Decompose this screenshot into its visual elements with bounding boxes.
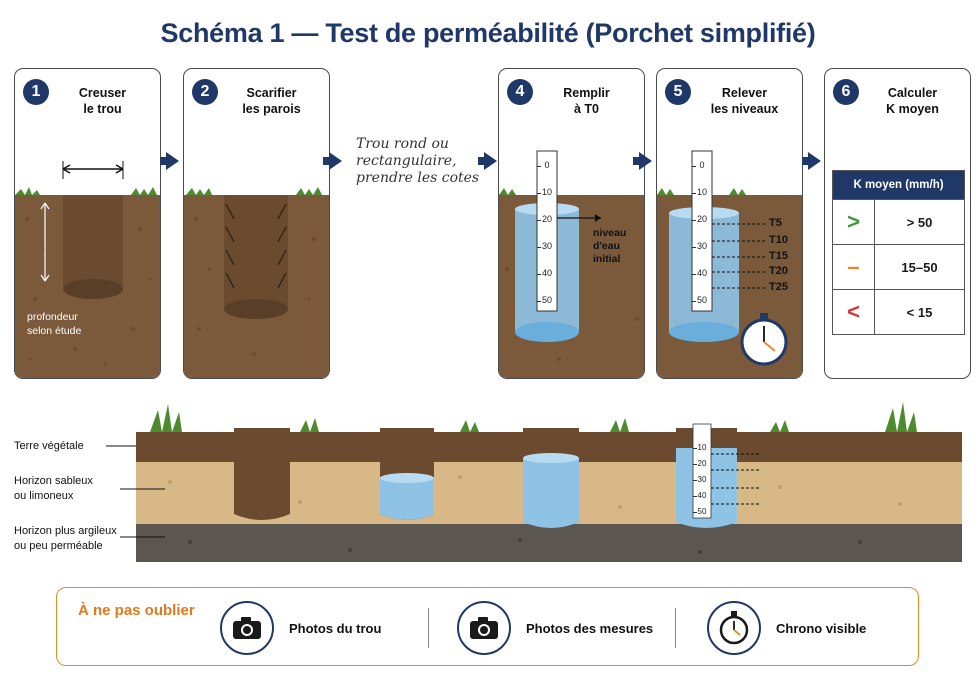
step-card-dig: 1 Creuser le trou profondeur selon étude <box>14 68 161 379</box>
k-symbol: > <box>833 200 875 244</box>
ruler-tick <box>693 480 697 481</box>
time-label: T5 <box>769 217 782 229</box>
time-label: T25 <box>769 281 788 293</box>
ruler-tick <box>693 448 697 449</box>
step-label: Remplir à T0 <box>529 85 644 117</box>
layer-label: Terre végétale <box>14 439 84 454</box>
ruler-tick <box>693 512 697 513</box>
time-label: T10 <box>769 234 788 246</box>
reminder-item: Chrono visible <box>707 600 866 656</box>
ruler-tick <box>537 193 541 194</box>
reminder-label: Photos des mesures <box>526 621 653 636</box>
camera-icon <box>220 601 274 655</box>
step-label: Scarifier les parois <box>214 85 329 117</box>
step-label: Calculer K moyen <box>855 85 970 117</box>
camera-icon <box>457 601 511 655</box>
ruler-tick <box>537 301 541 302</box>
ruler-tick <box>692 247 696 248</box>
ruler-tick <box>692 193 696 194</box>
time-label: T20 <box>769 265 788 277</box>
arrow-icon <box>639 152 652 170</box>
step3-note: Trou rond ou rectangulaire, prendre les … <box>356 136 486 187</box>
time-label: T15 <box>769 250 788 262</box>
ruler-tick <box>537 274 541 275</box>
ruler-tick <box>692 274 696 275</box>
arrow-icon <box>329 152 342 170</box>
ruler-tick <box>692 301 696 302</box>
layer-label: Horizon plus argileux ou peu perméable <box>14 524 117 554</box>
step-label: Creuser le trou <box>45 85 160 117</box>
k-table-header: K moyen (mm/h) <box>833 171 964 199</box>
separator <box>675 608 676 648</box>
arrow-icon <box>166 152 179 170</box>
arrow-icon <box>808 152 821 170</box>
arrow-icon <box>484 152 497 170</box>
reminder-label: Chrono visible <box>776 621 866 636</box>
k-table-row: – 15–50 <box>833 244 964 289</box>
reminder-title: À ne pas oublier <box>78 602 195 619</box>
ruler-tick <box>537 166 541 167</box>
ruler-tick <box>693 464 697 465</box>
k-table-row: > > 50 <box>833 199 964 244</box>
step-label: Relever les niveaux <box>687 85 802 117</box>
ruler-tick <box>537 220 541 221</box>
reminder-label: Photos du trou <box>289 621 381 636</box>
reminder-item: Photos des mesures <box>457 600 653 656</box>
k-table-row: < < 15 <box>833 289 964 334</box>
stopwatch-icon <box>707 601 761 655</box>
water-level-label: niveau d'eau initial <box>593 227 626 266</box>
separator <box>428 608 429 648</box>
depth-label: profondeur selon étude <box>27 310 81 338</box>
page-title: Schéma 1 — Test de perméabilité (Porchet… <box>0 18 976 49</box>
layer-label: Horizon sableux ou limoneux <box>14 474 93 504</box>
ruler-tick <box>692 166 696 167</box>
step-card-scarify: 2 Scarifier les parois <box>183 68 330 379</box>
k-symbol: – <box>833 245 875 289</box>
k-value: 15–50 <box>875 245 964 289</box>
ruler-tick <box>537 247 541 248</box>
ruler-tick <box>692 220 696 221</box>
k-symbol: < <box>833 290 875 334</box>
soil-profile-illustration <box>0 392 976 572</box>
k-value: > 50 <box>875 200 964 244</box>
k-value: < 15 <box>875 290 964 334</box>
reminder-box: À ne pas oublier Photos du trou Photos d… <box>56 587 919 666</box>
k-table: K moyen (mm/h) > > 50 – 15–50 < < 15 <box>832 170 965 335</box>
ruler-tick <box>693 496 697 497</box>
reminder-item: Photos du trou <box>220 600 381 656</box>
